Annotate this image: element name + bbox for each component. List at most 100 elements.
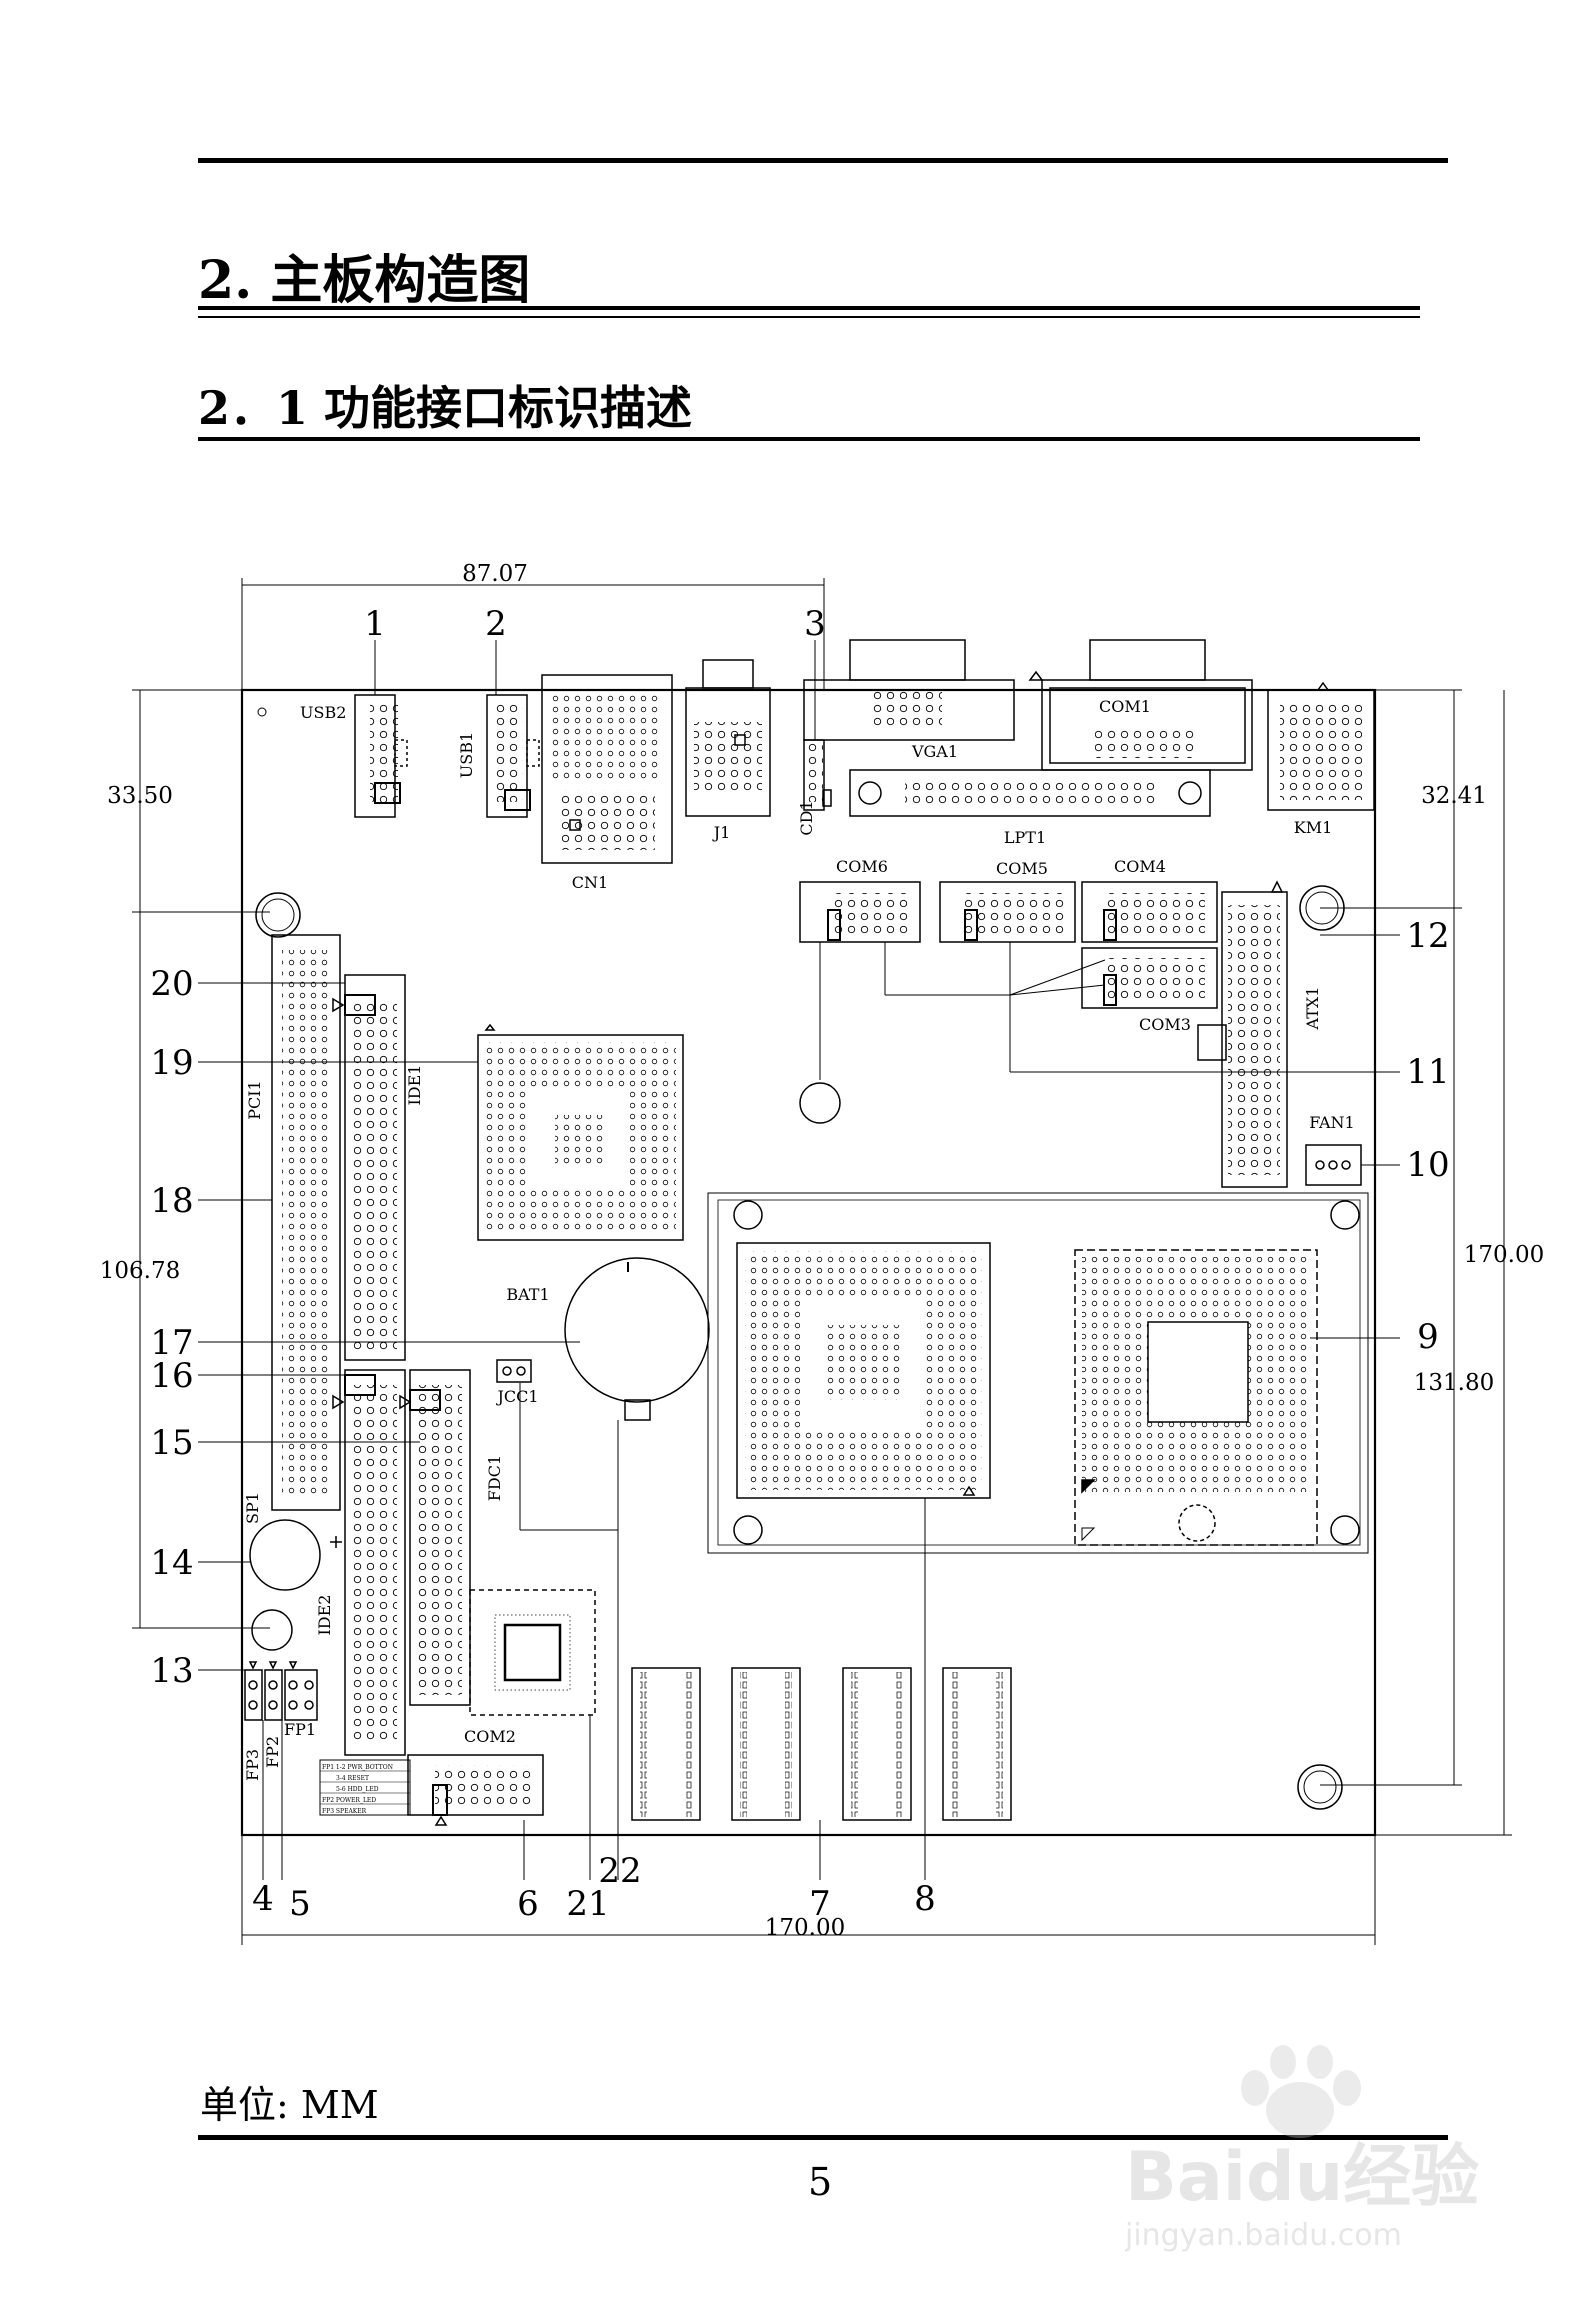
callout-8: 8: [914, 1879, 936, 1919]
label-cn1: CN1: [572, 873, 608, 892]
subsection-rule: [198, 437, 1420, 441]
com2-header: [407, 1754, 544, 1816]
atx1-power-connector: [1221, 891, 1288, 1188]
callout-6: 6: [517, 1884, 539, 1924]
section-rule-thick: [198, 306, 1420, 310]
callout-12: 12: [1406, 916, 1449, 956]
callout-4: 4: [252, 1879, 274, 1919]
callout-11: 11: [1406, 1052, 1449, 1092]
section-title: 2. 主板构造图: [198, 250, 531, 311]
paw-icon: [1241, 2045, 1361, 2138]
callout-1: 1: [364, 604, 386, 644]
mount-hole-top-left: [255, 892, 301, 938]
bottom-rule: [198, 2135, 1448, 2140]
callout-7: 7: [809, 1884, 831, 1924]
com4-header: [1081, 881, 1218, 943]
callout-20: 20: [150, 964, 193, 1004]
cpu-socket: [1074, 1249, 1318, 1546]
dimension-left-upper: 33.50: [107, 783, 173, 809]
callout-15: 15: [150, 1423, 193, 1463]
label-pci1: PCI1: [245, 1080, 264, 1120]
board-outline: [240, 688, 1377, 1837]
memory-chip-1: [631, 1667, 701, 1821]
label-usb2: USB2: [300, 703, 346, 722]
baidu-watermark: Baidu经验 jingyan.baidu.com: [1125, 2045, 1479, 2253]
label-ide2: IDE2: [315, 1594, 334, 1635]
callout-14: 14: [150, 1543, 193, 1583]
fan1-header: [1305, 1144, 1362, 1186]
dimension-left-lower: 106.78: [100, 1258, 180, 1284]
southbridge-chip: [736, 1242, 991, 1499]
page-number: 5: [808, 2160, 833, 2204]
label-com4: COM4: [1114, 857, 1166, 876]
bat1-battery: [564, 1257, 710, 1403]
section-rule-thin: [198, 316, 1420, 318]
label-j1: J1: [712, 823, 731, 842]
label-km1: KM1: [1294, 818, 1333, 837]
label-com6: COM6: [836, 857, 888, 876]
label-com1: COM1: [1099, 697, 1151, 716]
com6-header: [799, 881, 921, 943]
callout-19: 19: [150, 1043, 193, 1083]
unit-label: 单位: MM: [200, 2083, 379, 2127]
memory-chip-4: [942, 1667, 1012, 1821]
subsection-title: 2．1 功能接口标识描述: [198, 381, 693, 435]
label-bat1: BAT1: [506, 1285, 549, 1304]
watermark-brand: Baidu经验: [1125, 2138, 1479, 2217]
dimension-right-outer: 170.00: [1464, 1242, 1544, 1268]
mount-hole-bottom-right: [1297, 1764, 1343, 1810]
label-com5: COM5: [996, 859, 1048, 878]
fp-legend-line-4: FP2 POWER_LED: [322, 1797, 376, 1804]
callout-3: 3: [804, 604, 826, 644]
label-ide1: IDE1: [405, 1064, 424, 1105]
label-atx1: ATX1: [1303, 987, 1322, 1031]
ide2-header: [344, 1369, 406, 1756]
label-fan1: FAN1: [1309, 1113, 1354, 1132]
fp-legend-line-1: FP1 1-2 PWR_BOTTON: [322, 1764, 393, 1771]
dimension-right-lower: 131.80: [1414, 1370, 1494, 1396]
label-vga1: VGA1: [911, 742, 958, 761]
com3-header: [1081, 947, 1218, 1009]
dimension-bottom-width: 170.00: [765, 1915, 845, 1941]
memory-chip-3: [842, 1667, 912, 1821]
northbridge-chip: [477, 1034, 684, 1241]
dimension-right-upper: 32.41: [1421, 783, 1487, 809]
fp-legend-box: [319, 1759, 411, 1816]
label-lpt1: LPT1: [1004, 828, 1046, 847]
watermark-url: jingyan.baidu.com: [1125, 2218, 1402, 2253]
label-fp3: FP3: [243, 1749, 262, 1781]
label-com2: COM2: [464, 1727, 516, 1746]
label-fp2: FP2: [263, 1736, 282, 1768]
label-com3: COM3: [1139, 1015, 1191, 1034]
fp3-header: [244, 1669, 263, 1721]
callout-21: 21: [566, 1884, 609, 1924]
ide1-header: [344, 974, 406, 1361]
label-usb1: USB1: [457, 732, 476, 778]
label-sp1: SP1: [243, 1492, 262, 1524]
fp-legend-line-2: 3-4 RESET: [336, 1775, 369, 1782]
fp2-header: [264, 1669, 283, 1721]
pci1-slot: [271, 934, 341, 1511]
callout-16: 16: [150, 1356, 193, 1396]
cpu-bracket: [707, 1192, 1369, 1554]
top-rule: [198, 158, 1448, 163]
fp-legend-line-5: FP3 SPEAKER: [322, 1808, 367, 1815]
callout-10: 10: [1406, 1145, 1449, 1185]
jcc1-jumper: [496, 1359, 532, 1383]
label-cd1: CD1: [797, 800, 816, 835]
lpt1-connector: [849, 769, 1211, 817]
callout-13: 13: [150, 1651, 193, 1691]
dimension-top-width: 87.07: [462, 561, 528, 587]
fdc1-header: [409, 1369, 471, 1706]
label-fp1: FP1: [284, 1720, 316, 1739]
sp1-buzzer: [249, 1519, 321, 1591]
callout-18: 18: [150, 1181, 193, 1221]
cn1-lan-connector: [541, 674, 673, 864]
callout-2: 2: [485, 604, 507, 644]
mount-hole-bottom-left: [251, 1609, 293, 1651]
mount-hole-top-right: [1299, 885, 1345, 931]
fp1-header: [284, 1669, 318, 1721]
label-fdc1: FDC1: [485, 1455, 504, 1501]
fp-legend-line-3: 5-6 HDD_LED: [336, 1786, 379, 1793]
